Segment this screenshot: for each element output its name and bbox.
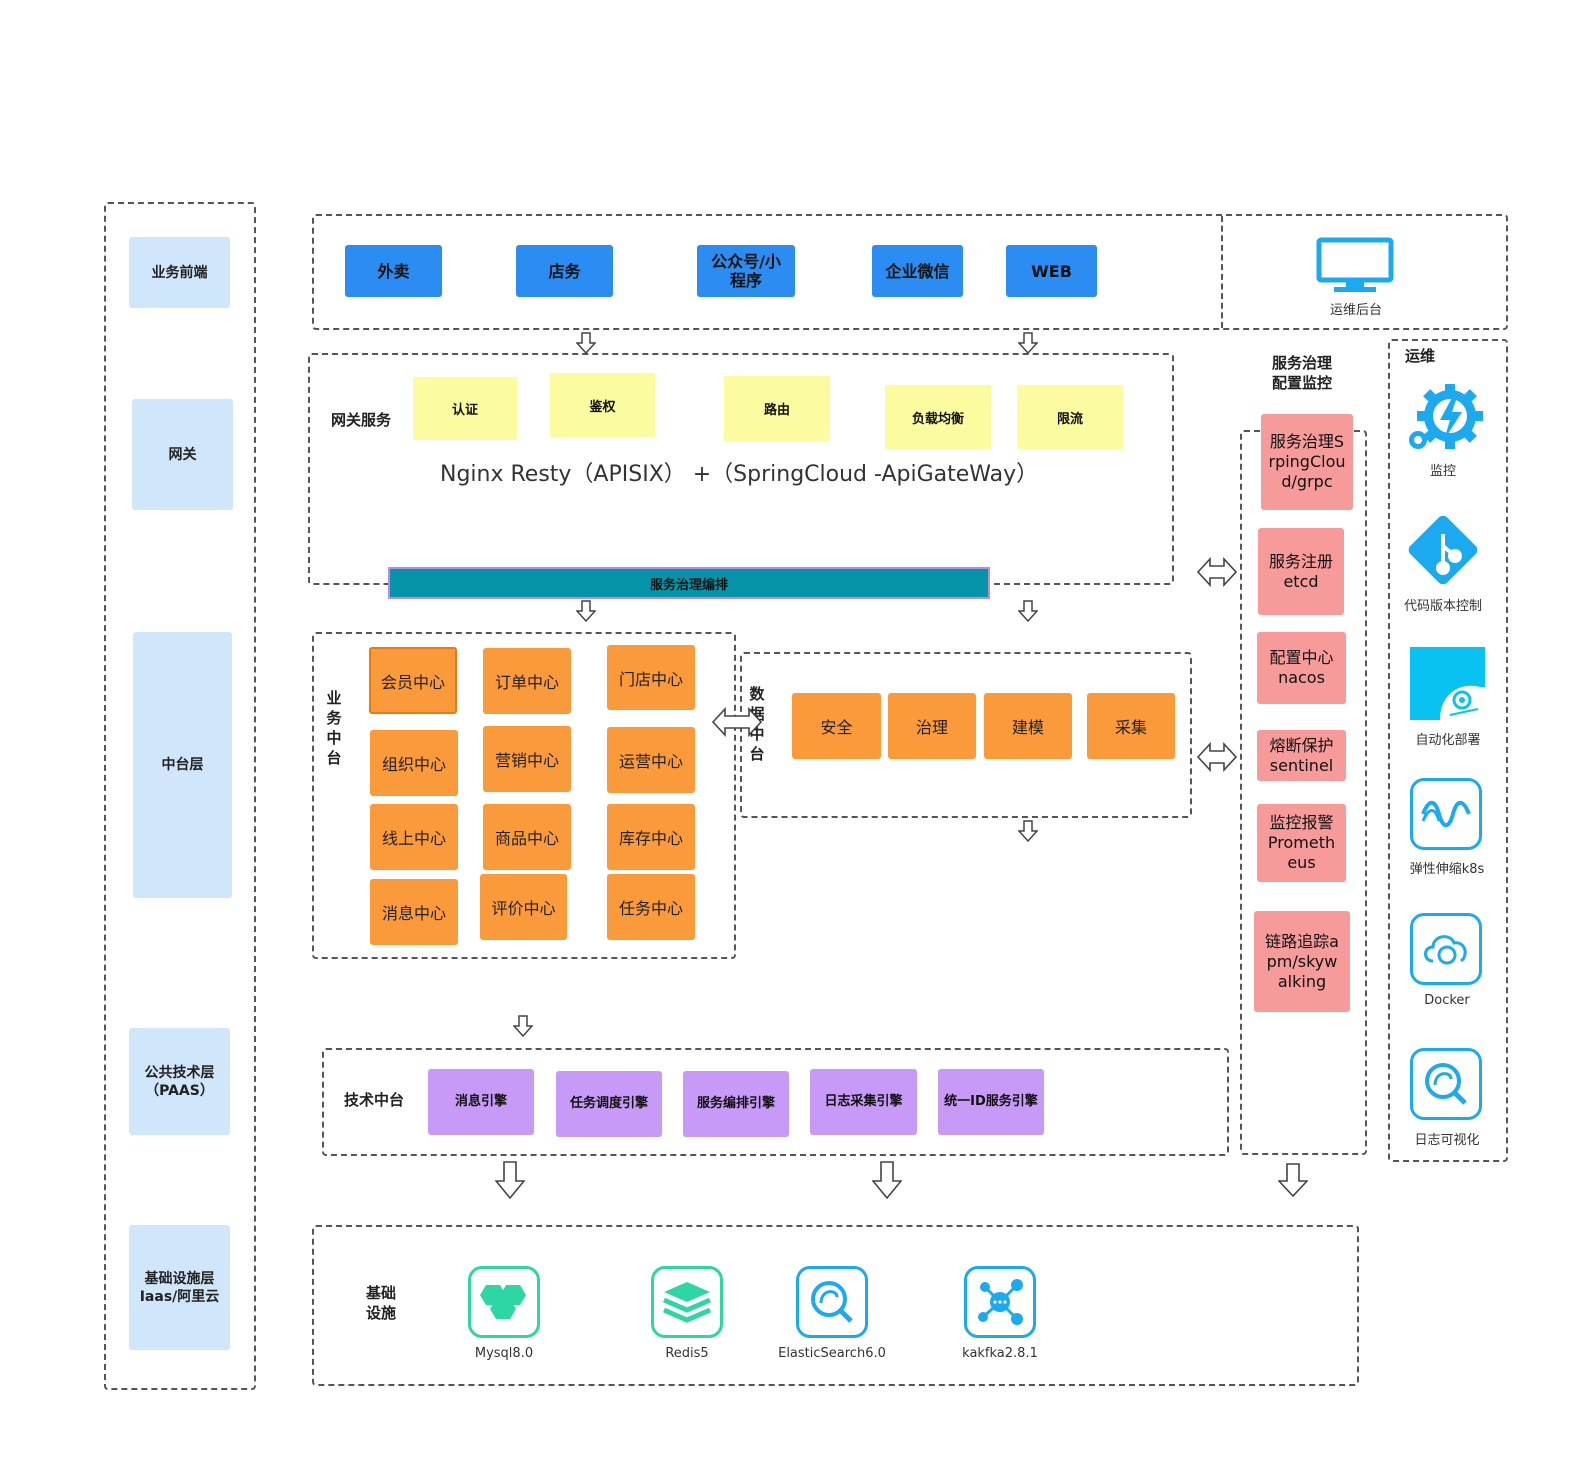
ops-title: 运维 <box>1405 347 1436 365</box>
ops-monitoring-label: 监控 <box>1429 464 1456 479</box>
center-review: 评价中心 <box>480 874 567 940</box>
infra-mysql-label: Mysql8.0 <box>474 1346 534 1361</box>
feature-auth: 认证 <box>413 377 517 440</box>
arrow-down-icon <box>1018 332 1038 354</box>
arrow-down-large-icon <box>1278 1163 1308 1197</box>
infra-kafka-label: kakfka2.8.1 <box>962 1346 1038 1361</box>
business-platform-box <box>312 632 736 959</box>
arrow-down-large-icon <box>495 1161 525 1199</box>
ops-console-label: 运维后台 <box>1329 303 1382 318</box>
redis-icon <box>651 1266 723 1338</box>
governance-title: 服务治理配置监控 <box>1271 354 1332 392</box>
kafka-icon <box>964 1266 1036 1338</box>
mysql-icon <box>468 1266 540 1338</box>
center-member: 会员中心 <box>369 647 457 714</box>
layer-gateway: 网关 <box>132 399 233 510</box>
business-platform-label: 业务中台 <box>326 689 342 767</box>
infra-redis-label: Redis5 <box>665 1346 709 1361</box>
data-governance: 治理 <box>888 693 976 759</box>
ops-deploy-label: 自动化部署 <box>1415 733 1481 748</box>
layer-paas: 公共技术层（PAAS） <box>129 1028 230 1135</box>
center-message: 消息中心 <box>370 879 458 945</box>
infra-elasticsearch-label: ElasticSearch6.0 <box>778 1346 886 1361</box>
gateway-service-label: 网关服务 <box>331 411 392 429</box>
governance-etcd: 服务注册etcd <box>1258 528 1344 615</box>
tech-platform-box <box>322 1048 1229 1156</box>
governance-springcloud: 服务治理SrpingCloud/grpc <box>1261 414 1353 510</box>
data-modeling: 建模 <box>984 693 1072 759</box>
infrastructure-box <box>312 1225 1359 1386</box>
double-arrow-icon <box>1197 557 1237 587</box>
gateway-stack-text: Nginx Resty（APISIX） +（SpringCloud -ApiGa… <box>440 462 1039 487</box>
feature-load-balancing: 负载均衡 <box>885 385 991 449</box>
arrow-down-large-icon <box>872 1161 902 1199</box>
ops-docker-label: Docker <box>1424 993 1470 1008</box>
app-wecom[interactable]: 企业微信 <box>872 245 963 297</box>
center-task: 任务中心 <box>607 874 695 940</box>
center-online: 线上中心 <box>370 804 458 870</box>
layer-column <box>104 202 256 1390</box>
monitoring-gear-icon <box>1404 384 1484 454</box>
center-product: 商品中心 <box>483 804 571 870</box>
app-wechat-miniprogram[interactable]: 公众号/小程序 <box>697 245 795 297</box>
wave-icon <box>1410 778 1482 850</box>
service-orchestration-bar: 服务治理编排 <box>388 567 990 599</box>
governance-nacos: 配置中心nacos <box>1257 632 1346 704</box>
data-platform-label: 数据中台 <box>749 685 765 763</box>
arrow-down-icon <box>576 332 596 354</box>
tech-platform-label: 技术中台 <box>344 1091 405 1109</box>
center-organization: 组织中心 <box>370 730 458 796</box>
governance-skywalking: 链路追踪apm/skywalking <box>1254 911 1350 1012</box>
center-operations: 运营中心 <box>607 727 695 793</box>
frontend-divider <box>1221 216 1223 328</box>
data-platform-box <box>740 652 1192 818</box>
app-waimai[interactable]: 外卖 <box>345 245 442 297</box>
engine-unified-id: 统一ID服务引擎 <box>938 1069 1044 1135</box>
data-collection: 采集 <box>1087 693 1175 759</box>
data-security: 安全 <box>792 693 881 759</box>
ops-box <box>1388 339 1508 1162</box>
arrow-down-icon <box>576 600 596 622</box>
service-orchestration-label: 服务治理编排 <box>649 577 728 593</box>
ops-k8s-label: 弹性伸缩k8s <box>1409 862 1485 877</box>
feature-authorization: 鉴权 <box>550 373 655 437</box>
center-inventory: 库存中心 <box>607 804 695 870</box>
search-log-icon <box>1410 1048 1482 1120</box>
ops-git-label: 代码版本控制 <box>1403 599 1482 614</box>
double-arrow-icon <box>712 707 762 737</box>
app-web[interactable]: WEB <box>1006 245 1097 297</box>
git-icon <box>1405 512 1481 588</box>
arrow-down-icon <box>513 1015 533 1037</box>
layer-frontend: 业务前端 <box>129 237 230 308</box>
engine-message: 消息引擎 <box>428 1069 534 1135</box>
feature-routing: 路由 <box>724 376 830 441</box>
center-order: 订单中心 <box>483 648 571 714</box>
layer-iaas: 基础设施层Iaas/阿里云 <box>129 1225 230 1350</box>
governance-prometheus: 监控报警Prometheus <box>1257 804 1346 882</box>
arrow-down-icon <box>1018 820 1038 842</box>
center-store: 门店中心 <box>607 645 695 710</box>
frontend-box <box>312 214 1508 330</box>
governance-sentinel: 熔断保护sentinel <box>1257 730 1346 781</box>
engine-log-collection: 日志采集引擎 <box>810 1069 917 1135</box>
double-arrow-icon <box>1197 742 1237 772</box>
ops-log-visualization-label: 日志可视化 <box>1414 1133 1480 1148</box>
arrow-down-icon <box>1018 600 1038 622</box>
infrastructure-label: 基础设施 <box>366 1284 397 1322</box>
monitor-icon <box>1316 237 1396 295</box>
engine-service-orchestration: 服务编排引擎 <box>683 1071 789 1137</box>
deploy-icon <box>1410 647 1485 720</box>
app-dianwu[interactable]: 店务 <box>516 245 613 297</box>
feature-rate-limit: 限流 <box>1017 385 1123 449</box>
elasticsearch-icon <box>796 1266 868 1338</box>
cloud-sync-icon <box>1410 913 1482 985</box>
layer-middle-platform: 中台层 <box>133 632 232 898</box>
engine-task-scheduling: 任务调度引擎 <box>556 1071 662 1137</box>
center-marketing: 营销中心 <box>483 726 571 792</box>
